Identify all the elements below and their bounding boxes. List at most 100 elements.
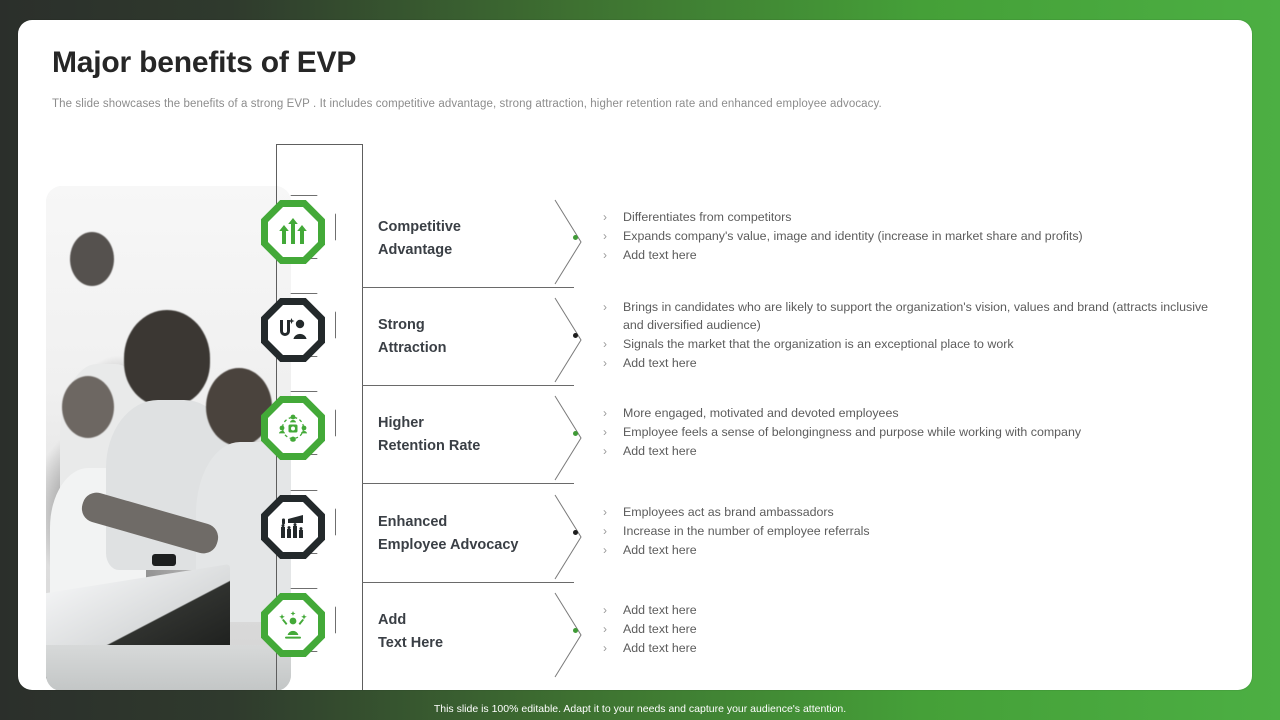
benefit-icon-badge (261, 195, 336, 266)
bullet-marker-icon: › (603, 603, 607, 617)
celebrate-person-icon (279, 611, 307, 639)
octagon-badge (261, 593, 325, 657)
bullet-text: More engaged, motivated and devoted empl… (623, 406, 899, 420)
chevron-arrow-icon (553, 392, 583, 481)
benefits-list: Competitive Advantage › Differentiates f… (18, 20, 1252, 690)
benefit-label: Strong Attraction (378, 314, 568, 361)
list-item: › Differentiates from competitors (603, 208, 1223, 226)
team-network-retention-icon (278, 414, 308, 442)
list-item: › Increase in the number of employee ref… (603, 522, 1223, 540)
bullet-marker-icon: › (603, 300, 607, 314)
bullet-marker-icon: › (603, 622, 607, 636)
benefit-row-add-text-here[interactable]: Add Text Here › Add text here › Add text… (18, 583, 1252, 681)
bullet-marker-icon: › (603, 210, 607, 224)
slide-canvas: Major benefits of EVP The slide showcase… (18, 20, 1252, 690)
list-item: › Brings in candidates who are likely to… (603, 298, 1223, 334)
bracket-connector-right (362, 144, 363, 690)
row-divider (362, 385, 574, 386)
octagon-badge (261, 298, 325, 362)
octagon-badge (261, 200, 325, 264)
photo-desk (46, 645, 291, 690)
bullet-marker-icon: › (603, 229, 607, 243)
chevron-arrow-icon (553, 589, 583, 678)
bullet-text: Add text here (623, 543, 697, 557)
list-item: › More engaged, motivated and devoted em… (603, 404, 1223, 422)
photo-person-head-b (62, 376, 114, 438)
row-divider (362, 287, 574, 288)
arrow-tip-dot (573, 431, 578, 436)
benefit-label-line2: Employee Advocacy (378, 537, 519, 554)
list-item: › Add text here (603, 620, 1223, 638)
benefit-label-line1: Add (378, 612, 407, 628)
bullet-text: Add text here (623, 603, 697, 617)
benefit-label-line1: Competitive (378, 219, 461, 235)
bullet-marker-icon: › (603, 425, 607, 439)
arrow-tip-dot (573, 333, 578, 338)
list-item: › Add text here (603, 442, 1223, 460)
photo-person-head-c (124, 310, 210, 406)
bullet-marker-icon: › (603, 337, 607, 351)
benefit-bullets: › Employees act as brand ambassadors › I… (603, 503, 1223, 560)
bullet-text: Add text here (623, 356, 697, 370)
chevron-arrow-icon (553, 196, 583, 285)
list-item: › Signals the market that the organizati… (603, 335, 1223, 353)
benefit-label-line1: Higher (378, 415, 424, 431)
list-item: › Employees act as brand ambassadors (603, 503, 1223, 521)
row-divider (362, 582, 574, 583)
bullet-marker-icon: › (603, 524, 607, 538)
bullet-marker-icon: › (603, 505, 607, 519)
benefit-label-line1: Strong (378, 317, 425, 333)
benefit-bullets: › Add text here › Add text here › Add te… (603, 601, 1223, 658)
bullet-text: Add text here (623, 444, 697, 458)
growth-arrows-icon (279, 218, 307, 244)
page-title: Major benefits of EVP (52, 46, 357, 79)
bullet-text: Signals the market that the organization… (623, 337, 1014, 351)
benefit-icon-badge (261, 490, 336, 561)
team-photo (46, 186, 291, 690)
arrow-tip-dot (573, 530, 578, 535)
benefit-bullets: › More engaged, motivated and devoted em… (603, 404, 1223, 461)
benefit-icon-badge (261, 293, 336, 364)
list-item: › Expands company's value, image and ide… (603, 227, 1223, 245)
benefit-label: Add Text Here (378, 609, 568, 656)
list-item: › Add text here (603, 246, 1223, 264)
bullet-marker-icon: › (603, 406, 607, 420)
octagon-badge (261, 495, 325, 559)
benefit-row-competitive-advantage[interactable]: Competitive Advantage › Differentiates f… (18, 190, 1252, 288)
bullet-text: Add text here (623, 248, 697, 262)
footer-note: This slide is 100% editable. Adapt it to… (433, 703, 847, 715)
row-divider (362, 483, 574, 484)
bullet-text: Add text here (623, 641, 697, 655)
benefit-row-higher-retention-rate[interactable]: Higher Retention Rate › More engaged, mo… (18, 386, 1252, 484)
list-item: › Add text here (603, 354, 1223, 372)
bullet-text: Increase in the number of employee refer… (623, 524, 870, 538)
benefit-label-line1: Enhanced (378, 514, 448, 530)
benefit-bullets: › Differentiates from competitors › Expa… (603, 208, 1223, 265)
list-item: › Employee feels a sense of belongingnes… (603, 423, 1223, 441)
bullet-text: Employee feels a sense of belongingness … (623, 425, 1082, 439)
photo-person-head-a (70, 232, 114, 286)
magnet-attract-person-icon (280, 318, 307, 339)
bullet-marker-icon: › (603, 444, 607, 458)
chevron-arrow-icon (553, 491, 583, 580)
octagon-inner (268, 305, 318, 355)
bullet-marker-icon: › (603, 356, 607, 370)
benefit-label: Competitive Advantage (378, 216, 568, 263)
benefit-label-line2: Text Here (378, 635, 444, 652)
benefit-row-enhanced-employee-advocacy[interactable]: Enhanced Employee Advocacy › Employees a… (18, 485, 1252, 583)
bullet-text: Add text here (623, 622, 697, 636)
arrow-tip-dot (573, 235, 578, 240)
list-item: › Add text here (603, 541, 1223, 559)
arrow-tip-dot (573, 628, 578, 633)
bullet-text: Employees act as brand ambassadors (623, 505, 834, 519)
bullet-text: Brings in candidates who are likely to s… (623, 300, 1209, 332)
benefit-label-line2: Attraction (378, 340, 447, 357)
bullet-marker-icon: › (603, 641, 607, 655)
list-item: › Add text here (603, 639, 1223, 657)
benefit-row-strong-attraction[interactable]: Strong Attraction › Brings in candidates… (18, 288, 1252, 386)
bullet-text: Expands company's value, image and ident… (623, 229, 1083, 243)
list-item: › Add text here (603, 601, 1223, 619)
benefit-label: Enhanced Employee Advocacy (378, 511, 568, 558)
benefit-label: Higher Retention Rate (378, 412, 568, 459)
bullet-marker-icon: › (603, 248, 607, 262)
